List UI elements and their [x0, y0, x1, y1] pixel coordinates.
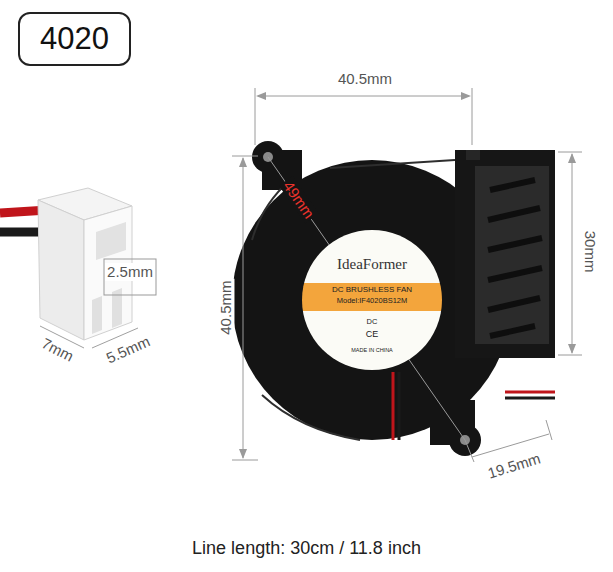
title-text: 4020	[40, 20, 109, 57]
fan-body-part	[330, 160, 455, 168]
fan-dimension-lines-part	[256, 92, 266, 100]
jst-connector-part	[92, 296, 102, 334]
fan-dimension-lines	[232, 88, 582, 462]
fan-vanes-part	[488, 268, 542, 280]
fan-vanes-part	[490, 180, 535, 190]
sticker-text: DC BRUSHLESS FAN	[332, 286, 412, 295]
fan-vanes-part	[488, 298, 540, 310]
title-box: 4020	[18, 12, 131, 66]
jst-connector-part	[112, 288, 122, 328]
sticker-text: CE	[366, 330, 379, 340]
dimension-label: 30mm	[582, 229, 599, 275]
caption: Line length: 30cm / 11.8 inch	[192, 538, 421, 559]
fan-wires-part	[505, 391, 555, 394]
fan-dimension-lines-part	[232, 156, 258, 157]
jst-connector-part	[104, 259, 156, 295]
fan-dimension-lines-part	[239, 157, 247, 167]
fan-dimension-lines-part	[465, 440, 474, 462]
fan-body	[232, 141, 555, 456]
sticker-text: MADE IN CHINA	[351, 347, 393, 353]
fan-dimension-lines-part	[568, 153, 576, 163]
connector-dimension-label: 7mm	[37, 334, 78, 366]
fan-dimension-lines-part	[461, 92, 471, 100]
fan-dimension-lines-part	[558, 152, 582, 153]
fan-dimension-lines-part	[572, 154, 573, 353]
sticker-text: IdeaFormer	[337, 256, 407, 273]
connector-dimension-label: 2.5mm	[105, 263, 155, 280]
fan-dimension-lines-part	[258, 96, 469, 97]
sticker-text: DC	[367, 318, 378, 326]
fan-dimension-lines-part	[243, 158, 244, 458]
fan-vanes-part	[490, 326, 535, 336]
jst-connector	[38, 188, 156, 340]
dimension-label: 40.5mm	[217, 279, 234, 337]
fan-body-part	[466, 150, 480, 160]
fan-dimension-lines-part	[232, 460, 258, 461]
connector-dimension-label: 5.5mm	[102, 332, 155, 368]
fan-wires-part	[505, 397, 555, 400]
fan-dimension-lines-part	[268, 157, 465, 440]
jst-connector-part	[38, 200, 84, 340]
fan-body-part	[475, 166, 549, 344]
fan-label-sticker: IdeaFormer DC BRUSHLESS FAN Model:IF4020BS…	[302, 230, 442, 370]
fan-body-part	[262, 395, 360, 440]
jst-connector-part	[96, 222, 126, 260]
fan-dimension-lines-part	[568, 344, 576, 354]
fan-wires-part	[392, 372, 395, 440]
fan-wires-part	[398, 372, 401, 440]
fan-vanes	[488, 180, 542, 336]
fan-vanes-part	[488, 238, 542, 250]
fan-body-part	[455, 150, 555, 358]
fan-dimension-lines-part	[558, 355, 582, 356]
fan-wires	[393, 372, 555, 440]
fan-vanes-part	[488, 208, 540, 220]
sticker-text: Model:IF4020BS12M	[337, 297, 407, 305]
fan-dimension-lines-part	[546, 420, 552, 440]
dimension-label: 40.5mm	[336, 70, 394, 87]
fan-dimension-lines-part	[472, 88, 473, 145]
fan-dimension-lines-part	[239, 449, 247, 459]
dimension-label: 19.5mm	[484, 449, 545, 483]
fan-dimension-lines-part	[255, 88, 256, 145]
